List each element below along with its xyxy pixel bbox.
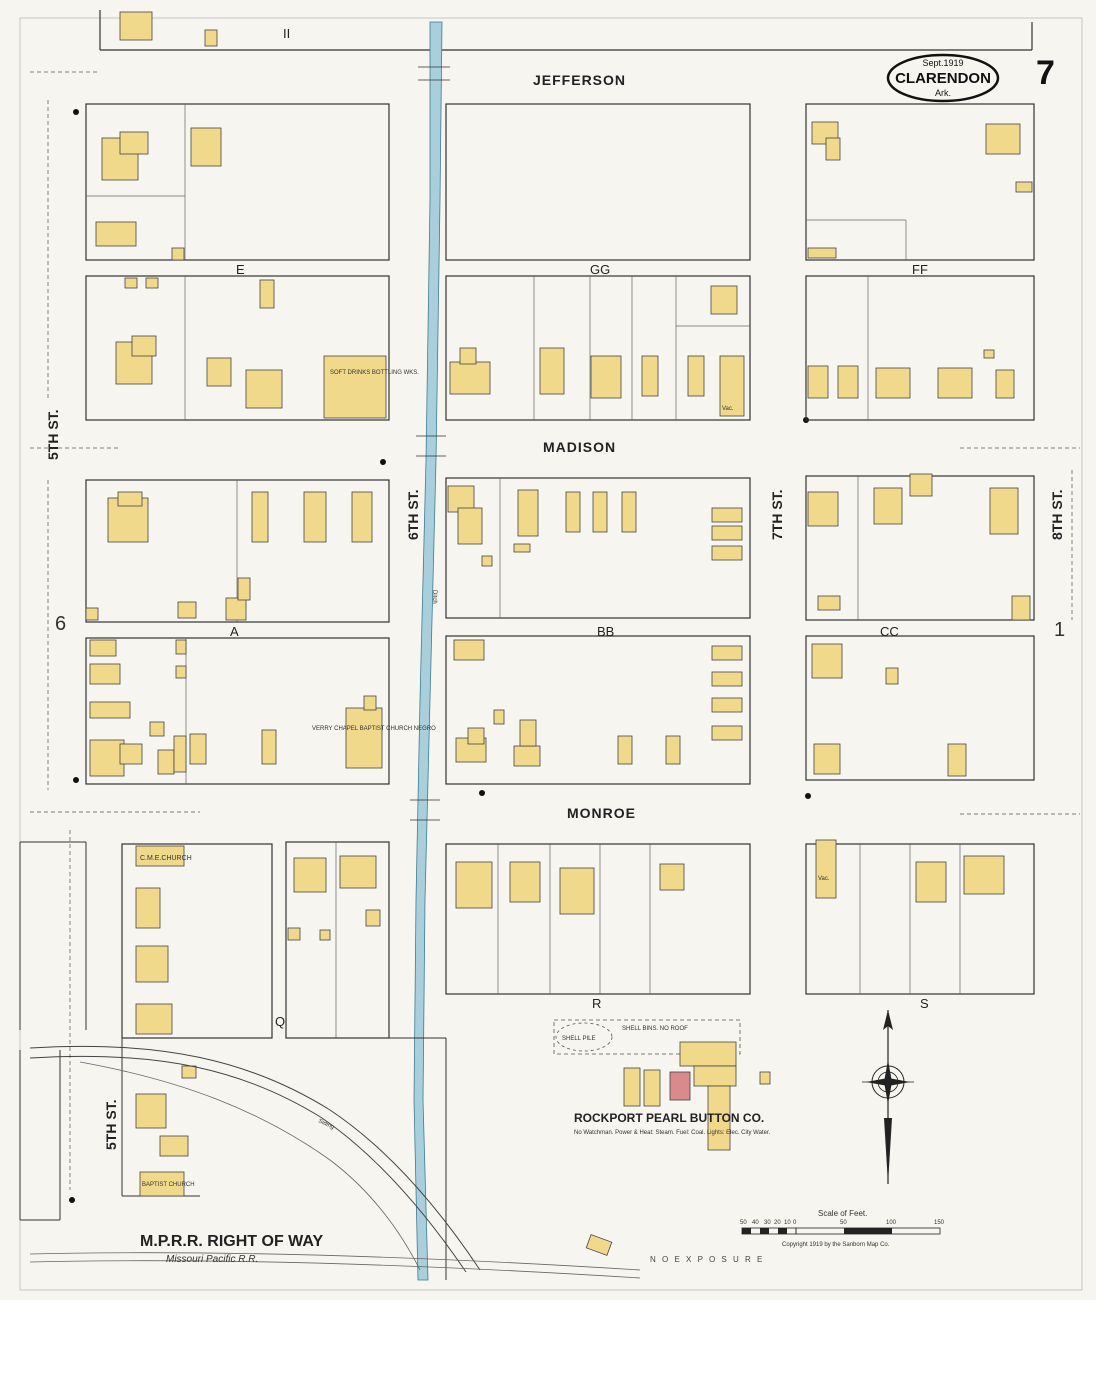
block-q-east <box>285 841 390 1039</box>
cme-church-label: C.M.E.CHURCH <box>140 855 192 862</box>
block-label-bb: BB <box>597 624 614 639</box>
copyright-label: Copyright 1919 by the Sanborn Map Co. <box>782 1242 890 1248</box>
siding-track-1 <box>29 1045 481 1271</box>
verry-chapel-label: VERRY CHAPEL BAPTIST CHURCH NEGRO <box>312 726 436 732</box>
top-number: II <box>283 26 290 41</box>
soft-drinks-label: SOFT DRINKS BOTTLING WKS. <box>330 370 419 376</box>
compass-rose <box>862 1010 914 1184</box>
svg-text:0: 0 <box>793 1220 797 1226</box>
svg-text:150: 150 <box>934 1220 945 1226</box>
block-row2-middle: Vac. <box>445 275 751 421</box>
block-label-ff: FF <box>912 262 928 277</box>
svg-text:50: 50 <box>840 1220 847 1226</box>
street-6th: 6TH ST. <box>405 489 421 540</box>
block-row2-east <box>805 275 1035 421</box>
block-cc-south <box>805 635 1035 781</box>
street-5th-lower: 5TH ST. <box>103 1099 119 1150</box>
cartouche-town: CLARENDON <box>895 70 991 87</box>
svg-text:50: 50 <box>740 1220 747 1226</box>
block-cme-church: C.M.E.CHURCH <box>121 843 273 1039</box>
block-cc-north <box>805 473 1035 621</box>
street-8th: 8TH ST. <box>1049 489 1065 540</box>
street-jefferson: JEFFERSON <box>533 72 626 88</box>
title-cartouche <box>886 53 1000 103</box>
mprr-right-of-way-label: M.P.R.R. RIGHT OF WAY <box>140 1233 323 1250</box>
block-gg <box>445 103 751 261</box>
block-baptist-church: BAPTIST CHURCH <box>135 1065 197 1197</box>
block-r <box>445 843 751 995</box>
block-label-e: E <box>236 262 245 277</box>
block-row2-west: SOFT DRINKS BOTTLING WKS. <box>85 275 419 421</box>
block-label-r: R <box>592 996 601 1011</box>
block-s: Vac. <box>805 839 1035 995</box>
scale-label: Scale of Feet. <box>818 1209 867 1218</box>
svg-text:30: 30 <box>764 1220 771 1226</box>
block-bb-south <box>445 635 751 785</box>
cartouche-state: Ark. <box>935 88 951 98</box>
no-exposure-label: N O E X P O S U R E <box>650 1255 764 1264</box>
block-label-q: Q <box>275 1014 285 1029</box>
block-label-gg: GG <box>590 262 610 277</box>
street-madison: MADISON <box>543 439 616 455</box>
baptist-church-label: BAPTIST CHURCH <box>142 1182 195 1188</box>
block-bb-north <box>445 477 751 619</box>
street-5th-upper: 5TH ST. <box>45 409 61 460</box>
vac-label-1: Vac. <box>722 406 734 412</box>
sanborn-map: II Ditch JEFFERSON MADISON MONROE 5TH ST… <box>19 10 1083 1291</box>
block-label-cc: CC <box>880 624 899 639</box>
block-e <box>85 103 390 261</box>
svg-text:20: 20 <box>774 1220 781 1226</box>
ditch-label: Ditch <box>431 590 437 604</box>
block-a-south: VERRY CHAPEL BAPTIST CHURCH NEGRO <box>85 637 436 785</box>
bottom-margin <box>0 1300 1096 1390</box>
block-label-s: S <box>920 996 929 1011</box>
button-co-note: No Watchman. Power & Heat: Steam. Fuel: … <box>574 1130 771 1136</box>
button-co-complex: SHELL PILE SHELL BINS. NO ROOF ROCKPORT … <box>553 1019 771 1151</box>
map-sheet: II Ditch JEFFERSON MADISON MONROE 5TH ST… <box>0 0 1096 1300</box>
edge-number-right: 1 <box>1054 619 1065 641</box>
missouri-pacific-label: Missouri Pacific R.R. <box>166 1254 258 1265</box>
street-monroe: MONROE <box>567 805 636 821</box>
block-label-a: A <box>230 624 239 639</box>
svg-text:100: 100 <box>886 1220 897 1226</box>
button-co-label: ROCKPORT PEARL BUTTON CO. <box>574 1111 764 1125</box>
block-ff <box>805 103 1035 261</box>
edge-number-left: 6 <box>55 613 66 635</box>
shell-bins-label: SHELL BINS. NO ROOF <box>622 1026 688 1032</box>
ditch-channel <box>413 21 443 1281</box>
svg-text:40: 40 <box>752 1220 759 1226</box>
block-a-north <box>85 479 390 623</box>
vac-label-2: Vac. <box>818 876 830 882</box>
scale-bar: Scale of Feet. 50 40 30 20 10 0 50 100 1… <box>740 1209 945 1248</box>
cartouche-date: Sept.1919 <box>922 58 963 68</box>
siding-label: Siding <box>317 1118 335 1130</box>
street-7th: 7TH ST. <box>769 489 785 540</box>
shell-pile-label: SHELL PILE <box>562 1036 595 1042</box>
page-number: 7 <box>1036 54 1055 92</box>
svg-text:10: 10 <box>784 1220 791 1226</box>
